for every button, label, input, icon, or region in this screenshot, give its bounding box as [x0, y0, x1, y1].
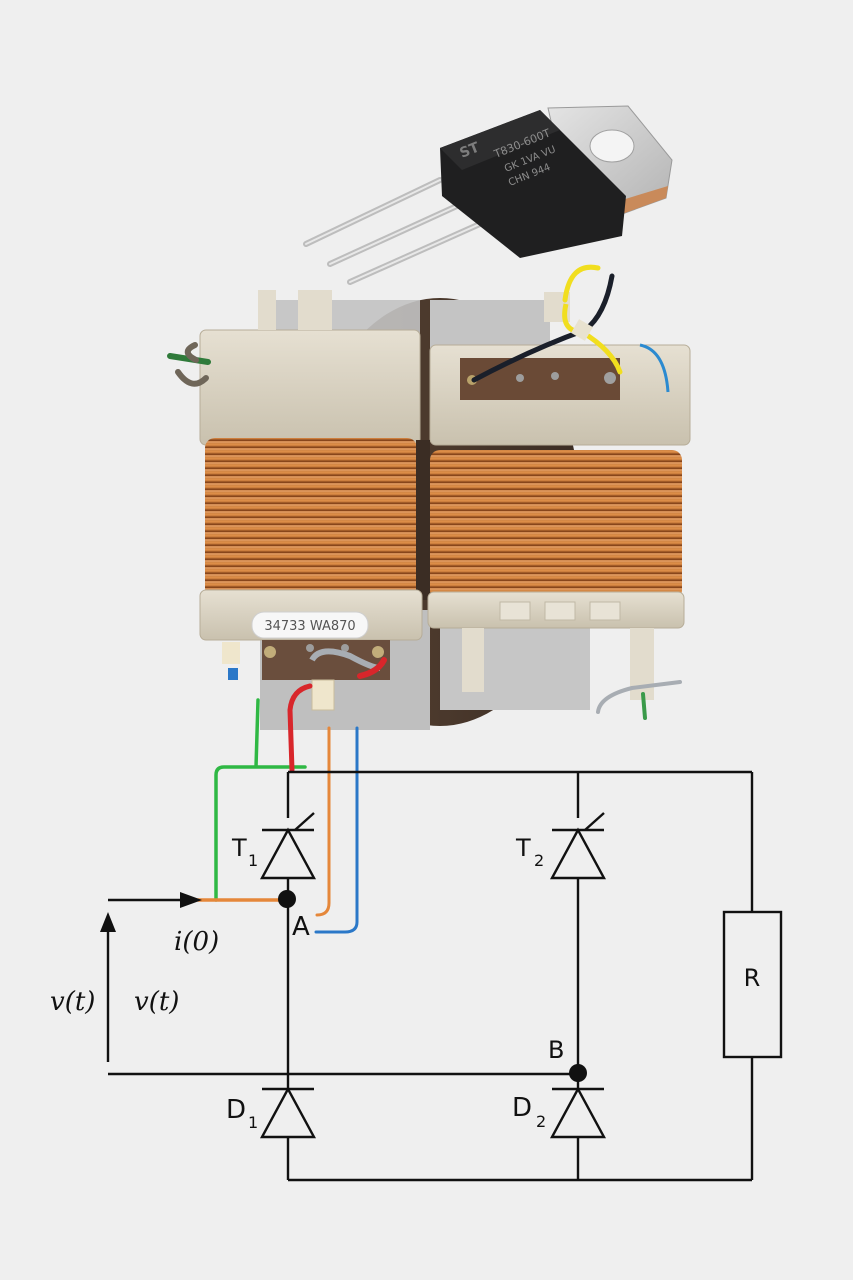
bobbin-tab [258, 290, 276, 330]
node-a-dot [278, 890, 296, 908]
coil-gap [416, 440, 430, 600]
resistor-label: R [744, 964, 761, 992]
d2-subscript: 2 [536, 1112, 546, 1131]
resistor-r [722, 910, 783, 1059]
left-coil [205, 438, 417, 598]
label-sticker-text: 34733 WA870 [264, 619, 355, 634]
solder-terminal [604, 372, 616, 384]
tab-copper-edge [622, 186, 668, 214]
grey-lead-loop [309, 648, 381, 671]
t1-subscript: 1 [248, 851, 258, 870]
solder-terminal [372, 646, 384, 658]
t2-subscript: 2 [534, 851, 544, 870]
bobbin-tab [298, 290, 332, 330]
thyristor-t1 [259, 812, 317, 880]
voltage-label-right: v(t) [134, 987, 179, 1017]
blue-connector [228, 668, 238, 680]
bobbin-post [462, 628, 484, 692]
d2-label: D [512, 1093, 532, 1123]
st-logo: ST [458, 139, 483, 161]
grey-lead-stub [175, 342, 209, 387]
terminal-strip-top [460, 358, 620, 400]
current-label: i(0) [174, 927, 219, 957]
green-lead-short [641, 692, 647, 720]
thyristor-package-photo: T830-600T GK 1VA VU CHN 944 ST [303, 105, 673, 285]
green-lead [214, 698, 307, 902]
thyristor-t2 [549, 812, 607, 880]
t1-label: T [231, 834, 247, 862]
mounting-hole [589, 129, 635, 163]
transformer-leads-to-circuit [196, 683, 359, 934]
orange-lead [315, 726, 331, 917]
bobbin-slot [499, 601, 531, 621]
package-body-top [440, 110, 560, 170]
blue-lead [639, 343, 670, 393]
schematic: T 1 T 2 D 1 D 2 A B R i(0) v(t) v(t) [50, 770, 783, 1182]
bobbin-top-left [199, 329, 421, 446]
connector-block [222, 642, 240, 664]
node-b-dot [569, 1064, 587, 1082]
right-coil [430, 450, 682, 600]
wire-clip [311, 679, 335, 711]
current-arrowhead [180, 892, 202, 908]
node-b-label: B [548, 1036, 564, 1064]
solder-terminal [551, 372, 559, 380]
transformer-photo: 34733 WA870 [167, 264, 691, 730]
d1-label: D [226, 1095, 246, 1125]
bobbin-slot [544, 601, 576, 621]
diode-d2 [549, 1086, 607, 1139]
solder-terminal [264, 646, 276, 658]
wire-clip [571, 319, 593, 341]
solder-terminal [516, 374, 524, 382]
diode-d1 [259, 1086, 317, 1139]
blue-lead-long [314, 726, 359, 934]
red-lead [287, 683, 313, 773]
package-leads [303, 177, 503, 285]
label-sticker [251, 611, 369, 639]
d1-subscript: 1 [248, 1113, 258, 1132]
grey-lead [596, 680, 682, 714]
voltage-label-left: v(t) [50, 987, 95, 1017]
node-a-label: A [292, 912, 310, 942]
red-lead-short [357, 657, 387, 679]
voltage-arrowhead [100, 912, 116, 932]
t2-label: T [515, 834, 531, 862]
bobbin-slot [589, 601, 621, 621]
solder-terminal [341, 644, 349, 652]
solder-terminal [306, 644, 314, 652]
